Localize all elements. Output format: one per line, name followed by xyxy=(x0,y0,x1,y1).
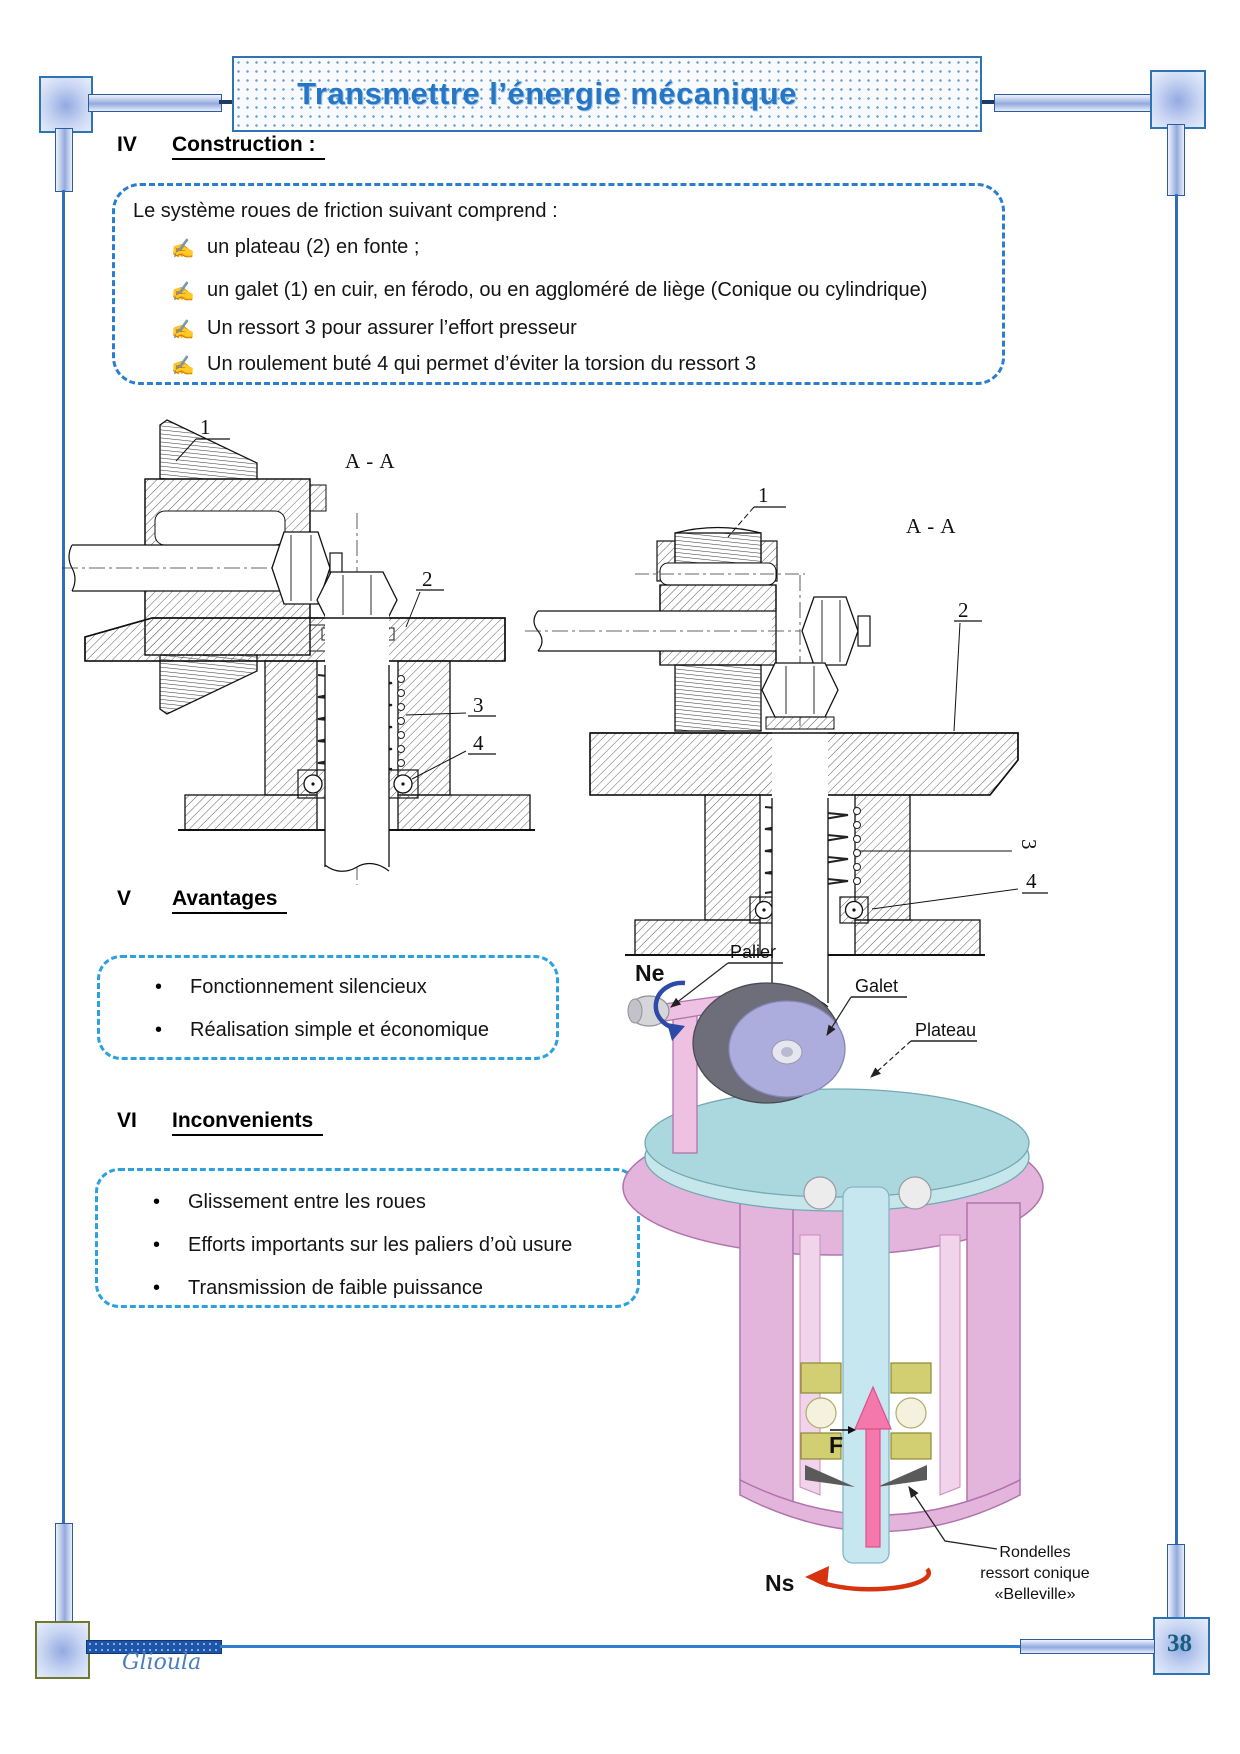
drawing-left-conical: 1 A - A 2 3 4 xyxy=(62,415,535,885)
frame-corner-top-right xyxy=(1150,70,1206,129)
heading-inconvenients-numeral: VI xyxy=(117,1109,137,1132)
force-label: F xyxy=(829,1432,843,1458)
frame-connector-right xyxy=(981,100,995,104)
inconvenient-item: Efforts importants sur les paliers d’où … xyxy=(188,1234,573,1256)
bullet-icon: • xyxy=(155,1019,163,1041)
galet-label: Galet xyxy=(855,976,898,996)
frame-corner-bottom-left xyxy=(35,1621,90,1679)
part-label-1: 1 xyxy=(758,483,769,507)
avantage-item: Réalisation simple et économique xyxy=(190,1019,490,1041)
heading-construction-numeral: IV xyxy=(117,133,137,156)
avantages-box: • Fonctionnement silencieux • Réalisatio… xyxy=(97,955,559,1060)
part-label-4: 4 xyxy=(473,731,484,755)
author-signature: Glioula xyxy=(122,1650,202,1675)
footer-dotted-bar xyxy=(86,1640,222,1654)
inconvenient-item: Glissement entre les roues xyxy=(188,1191,426,1213)
callout-labels: Palier Galet Plateau Rondelles ressort c… xyxy=(670,942,1090,1603)
part-label-2: 2 xyxy=(958,598,969,622)
frame-bar-left-upper xyxy=(55,128,73,192)
frame-bar-top-right xyxy=(994,94,1153,112)
ns-label: Ns xyxy=(765,1570,794,1596)
pen-icon: ✍ xyxy=(171,356,195,377)
bullet-icon: • xyxy=(153,1277,161,1299)
figure-3d-illustration: F Ne Ns Palier Galet Plateau Rondelles r… xyxy=(622,942,1090,1603)
rondelles-label-line3: «Belleville» xyxy=(995,1586,1076,1603)
rotation-arrows: Ne Ns xyxy=(635,960,932,1596)
part-label-1: 1 xyxy=(200,415,211,439)
construction-item: un plateau (2) en fonte ; xyxy=(207,236,420,258)
frame-bar-top-left xyxy=(88,94,222,112)
drawing-right-cylindrical: 1 A - A 2 3 4 xyxy=(525,483,1048,1045)
bullet-icon: • xyxy=(153,1234,161,1256)
section-label-aa: A - A xyxy=(345,449,396,473)
page-title: Transmettre l’énergie mécanique xyxy=(297,76,797,111)
footer-gradient-bar xyxy=(1020,1639,1155,1654)
rondelles-label-line2: ressort conique xyxy=(980,1565,1089,1582)
part-label-4: 4 xyxy=(1026,869,1037,893)
part-label-3: 3 xyxy=(473,693,484,717)
pen-icon: ✍ xyxy=(171,282,195,303)
pen-icon: ✍ xyxy=(171,239,195,260)
frame-bar-right-upper xyxy=(1167,124,1185,196)
ne-label: Ne xyxy=(635,960,664,986)
frame-line-right xyxy=(1175,194,1178,1544)
plateau-assembly xyxy=(622,1088,1044,1533)
heading-construction-label: Construction : xyxy=(172,133,326,160)
inconvenient-item: Transmission de faible puissance xyxy=(188,1277,483,1299)
construction-item: Un ressort 3 pour assurer l’effort press… xyxy=(207,317,577,339)
rondelles-label-line1: Rondelles xyxy=(999,1544,1070,1561)
shaft-and-bearings xyxy=(800,1176,932,1564)
title-banner: Transmettre l’énergie mécanique xyxy=(232,56,982,132)
frame-connector-left xyxy=(219,100,233,104)
part-label-3: 3 xyxy=(1017,839,1041,850)
inconvenients-box: • Glissement entre les roues • Efforts i… xyxy=(95,1168,640,1308)
bullet-icon: • xyxy=(155,976,163,998)
heading-inconvenients-label: Inconvenients xyxy=(172,1109,324,1136)
force-arrow: F xyxy=(829,1385,892,1548)
bullet-icon: • xyxy=(153,1191,161,1213)
pen-icon: ✍ xyxy=(171,320,195,341)
avantage-item: Fonctionnement silencieux xyxy=(190,976,427,998)
frame-line-left xyxy=(62,190,65,1523)
heading-avantages-label: Avantages xyxy=(172,887,288,914)
frame-bar-right-lower xyxy=(1167,1544,1185,1620)
frame-bar-left-lower xyxy=(55,1523,73,1623)
technical-drawings: 1 A - A 2 3 4 xyxy=(62,415,1048,1045)
footer-line xyxy=(220,1645,1020,1648)
page-number: 38 xyxy=(1167,1630,1192,1657)
construction-intro: Le système roues de friction suivant com… xyxy=(133,200,558,222)
palier-label: Palier xyxy=(730,942,776,962)
plateau-label: Plateau xyxy=(915,1020,976,1040)
heading-avantages: V Avantages xyxy=(117,887,288,914)
construction-item: un galet (1) en cuir, en férodo, ou en a… xyxy=(207,279,928,301)
frame-corner-top-left xyxy=(39,76,93,133)
heading-construction: IV Construction : xyxy=(117,133,326,160)
heading-avantages-numeral: V xyxy=(117,887,132,910)
construction-box: Le système roues de friction suivant com… xyxy=(112,183,1005,385)
part-label-2: 2 xyxy=(422,567,433,591)
section-label-aa: A - A xyxy=(906,514,957,538)
galet-wheel xyxy=(692,982,846,1104)
heading-inconvenients: VI Inconvenients xyxy=(117,1109,324,1136)
construction-item: Un roulement buté 4 qui permet d’éviter … xyxy=(207,353,757,375)
